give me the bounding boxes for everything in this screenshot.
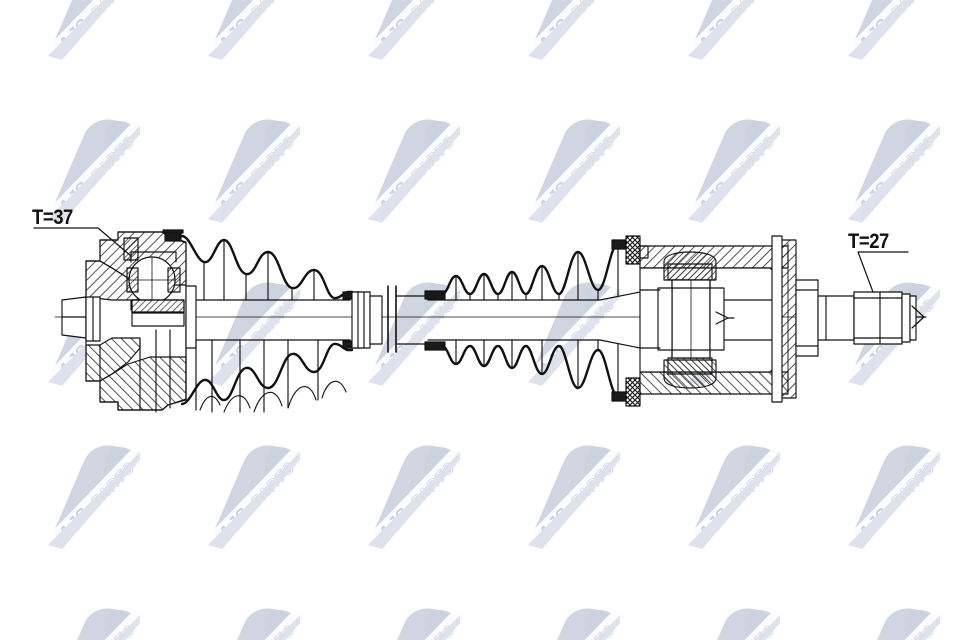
svg-text:AJS: AJS [373, 504, 413, 545]
svg-text:AJS: AJS [213, 341, 253, 382]
svg-text:PARTS: PARTS [568, 622, 619, 640]
svg-text:PARTS: PARTS [568, 459, 619, 511]
svg-text:PARTS: PARTS [728, 133, 779, 185]
watermark-tile: AJS PARTS [678, 602, 796, 640]
watermark-tile: AJS PARTS [678, 0, 796, 68]
svg-text:PARTS: PARTS [888, 622, 939, 640]
watermark-tile: AJS PARTS [358, 276, 476, 394]
watermark-tile: AJS PARTS [678, 113, 796, 231]
svg-text:AJS: AJS [693, 178, 733, 219]
watermark-tile: AJS PARTS [518, 602, 636, 640]
svg-text:AJS: AJS [213, 178, 253, 219]
watermark-tile: AJS PARTS [198, 602, 316, 640]
watermark-tile: AJS PARTS [838, 113, 956, 231]
watermark-tile: AJS PARTS [518, 113, 636, 231]
svg-text:PARTS: PARTS [408, 0, 459, 22]
watermark-tile: AJS PARTS [358, 113, 476, 231]
watermark-tile: AJS PARTS [838, 439, 956, 557]
watermark-tile: AJS PARTS [358, 439, 476, 557]
svg-text:PARTS: PARTS [408, 622, 459, 640]
svg-text:PARTS: PARTS [408, 459, 459, 511]
watermark-tile: AJS PARTS [838, 276, 956, 394]
svg-text:PARTS: PARTS [248, 296, 299, 348]
right-spline-count-label: T=27 [848, 230, 889, 253]
svg-text:PARTS: PARTS [408, 296, 459, 348]
svg-text:AJS: AJS [53, 341, 93, 382]
watermark-tile: AJS PARTS [198, 439, 316, 557]
watermark-tile: AJS PARTS [358, 0, 476, 68]
svg-text:PARTS: PARTS [88, 296, 139, 348]
svg-text:AJS: AJS [533, 504, 573, 545]
svg-text:AJS: AJS [853, 178, 893, 219]
svg-text:PARTS: PARTS [728, 296, 779, 348]
svg-text:PARTS: PARTS [728, 0, 779, 22]
watermark-tile: AJS PARTS [518, 439, 636, 557]
svg-text:AJS: AJS [693, 504, 733, 545]
watermark-tile: AJS PARTS [518, 0, 636, 68]
svg-text:AJS: AJS [53, 504, 93, 545]
watermark-tile: AJS PARTS [518, 276, 636, 394]
svg-text:AJS: AJS [213, 15, 253, 56]
svg-text:PARTS: PARTS [248, 0, 299, 22]
svg-text:PARTS: PARTS [728, 622, 779, 640]
svg-text:PARTS: PARTS [568, 133, 619, 185]
watermark-tile: AJS PARTS [838, 602, 956, 640]
svg-text:AJS: AJS [853, 341, 893, 382]
svg-text:AJS: AJS [693, 341, 733, 382]
svg-text:PARTS: PARTS [88, 133, 139, 185]
svg-text:PARTS: PARTS [248, 622, 299, 640]
svg-text:PARTS: PARTS [88, 622, 139, 640]
svg-text:PARTS: PARTS [408, 133, 459, 185]
svg-text:PARTS: PARTS [88, 459, 139, 511]
watermark-tile: AJS PARTS [38, 0, 156, 68]
svg-text:PARTS: PARTS [88, 0, 139, 22]
svg-text:PARTS: PARTS [888, 133, 939, 185]
svg-text:AJS: AJS [853, 504, 893, 545]
svg-text:PARTS: PARTS [568, 296, 619, 348]
svg-text:AJS: AJS [533, 178, 573, 219]
watermark-tile: AJS PARTS [38, 276, 156, 394]
svg-text:AJS: AJS [373, 15, 413, 56]
watermark-tile: AJS PARTS [838, 0, 956, 68]
watermark-tile: AJS PARTS [358, 602, 476, 640]
watermark-tile: AJS PARTS [38, 602, 156, 640]
left-spline-count-label: T=37 [32, 206, 73, 229]
svg-text:AJS: AJS [213, 504, 253, 545]
svg-text:AJS: AJS [693, 15, 733, 56]
svg-text:PARTS: PARTS [888, 0, 939, 22]
svg-text:PARTS: PARTS [568, 0, 619, 22]
svg-text:AJS: AJS [373, 178, 413, 219]
svg-text:AJS: AJS [53, 15, 93, 56]
watermark-tile: AJS PARTS [38, 439, 156, 557]
svg-text:PARTS: PARTS [248, 459, 299, 511]
svg-text:AJS: AJS [533, 341, 573, 382]
svg-text:PARTS: PARTS [728, 459, 779, 511]
watermark-tile: AJS PARTS [678, 276, 796, 394]
svg-text:PARTS: PARTS [888, 296, 939, 348]
svg-text:PARTS: PARTS [248, 133, 299, 185]
svg-text:AJS: AJS [853, 15, 893, 56]
watermark-tile: AJS PARTS [678, 439, 796, 557]
svg-text:AJS: AJS [373, 341, 413, 382]
watermark-tile: AJS PARTS [198, 0, 316, 68]
svg-text:AJS: AJS [533, 15, 573, 56]
watermark-tile: AJS PARTS [198, 276, 316, 394]
svg-text:PARTS: PARTS [888, 459, 939, 511]
watermark-tile: AJS PARTS [198, 113, 316, 231]
